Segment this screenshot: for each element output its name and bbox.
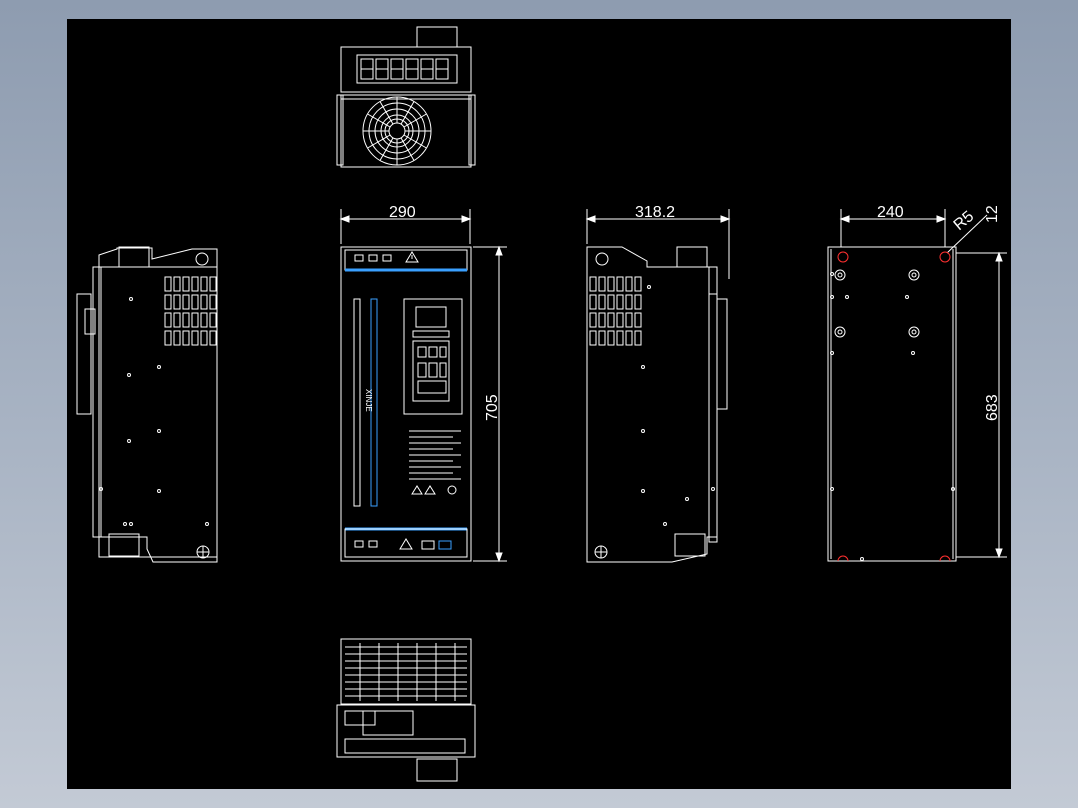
mounting-plate: [827, 246, 957, 562]
top-view: [336, 26, 476, 168]
right-mount-points: [641, 285, 715, 526]
left-vent-grille: [164, 276, 217, 346]
brand-logo: XINJE: [364, 389, 373, 412]
dim-front-width: 290: [389, 204, 416, 221]
bottom-view: [336, 638, 476, 782]
mount-hole-icon: [939, 251, 951, 263]
right-vent-grille: [589, 276, 642, 346]
display-screen: [415, 306, 447, 328]
rear-mount-points: [830, 272, 955, 561]
dim-hole-radius: R5: [951, 208, 978, 234]
cad-drawing: 290 XINJE 705 31: [76, 26, 1007, 782]
cad-drawing-canvas[interactable]: 290 XINJE 705 31: [67, 19, 1011, 789]
dim-side-depth: 318.2: [635, 204, 675, 221]
warning-label-text: [409, 430, 461, 480]
left-side-view: [76, 246, 218, 563]
mount-hole-icon: [837, 251, 849, 263]
left-mount-points: [99, 297, 209, 526]
bottom-label-table: [340, 643, 467, 701]
dim-front-height: 705: [484, 394, 501, 421]
right-side-view: 318.2: [585, 204, 731, 563]
keypad-panel: [403, 298, 463, 415]
fan-grille: [363, 97, 431, 165]
rear-mounting-view: 240 R5 12 683: [827, 204, 1007, 562]
dim-mount-width: 240: [877, 204, 904, 221]
dim-hole-offset: 12: [984, 205, 1001, 223]
dim-mount-height: 683: [984, 394, 1001, 421]
warning-icon: [405, 251, 419, 263]
top-terminal-block: [360, 58, 449, 80]
drive-front-panel: [340, 246, 472, 562]
front-view: 290 XINJE 705: [339, 204, 507, 563]
